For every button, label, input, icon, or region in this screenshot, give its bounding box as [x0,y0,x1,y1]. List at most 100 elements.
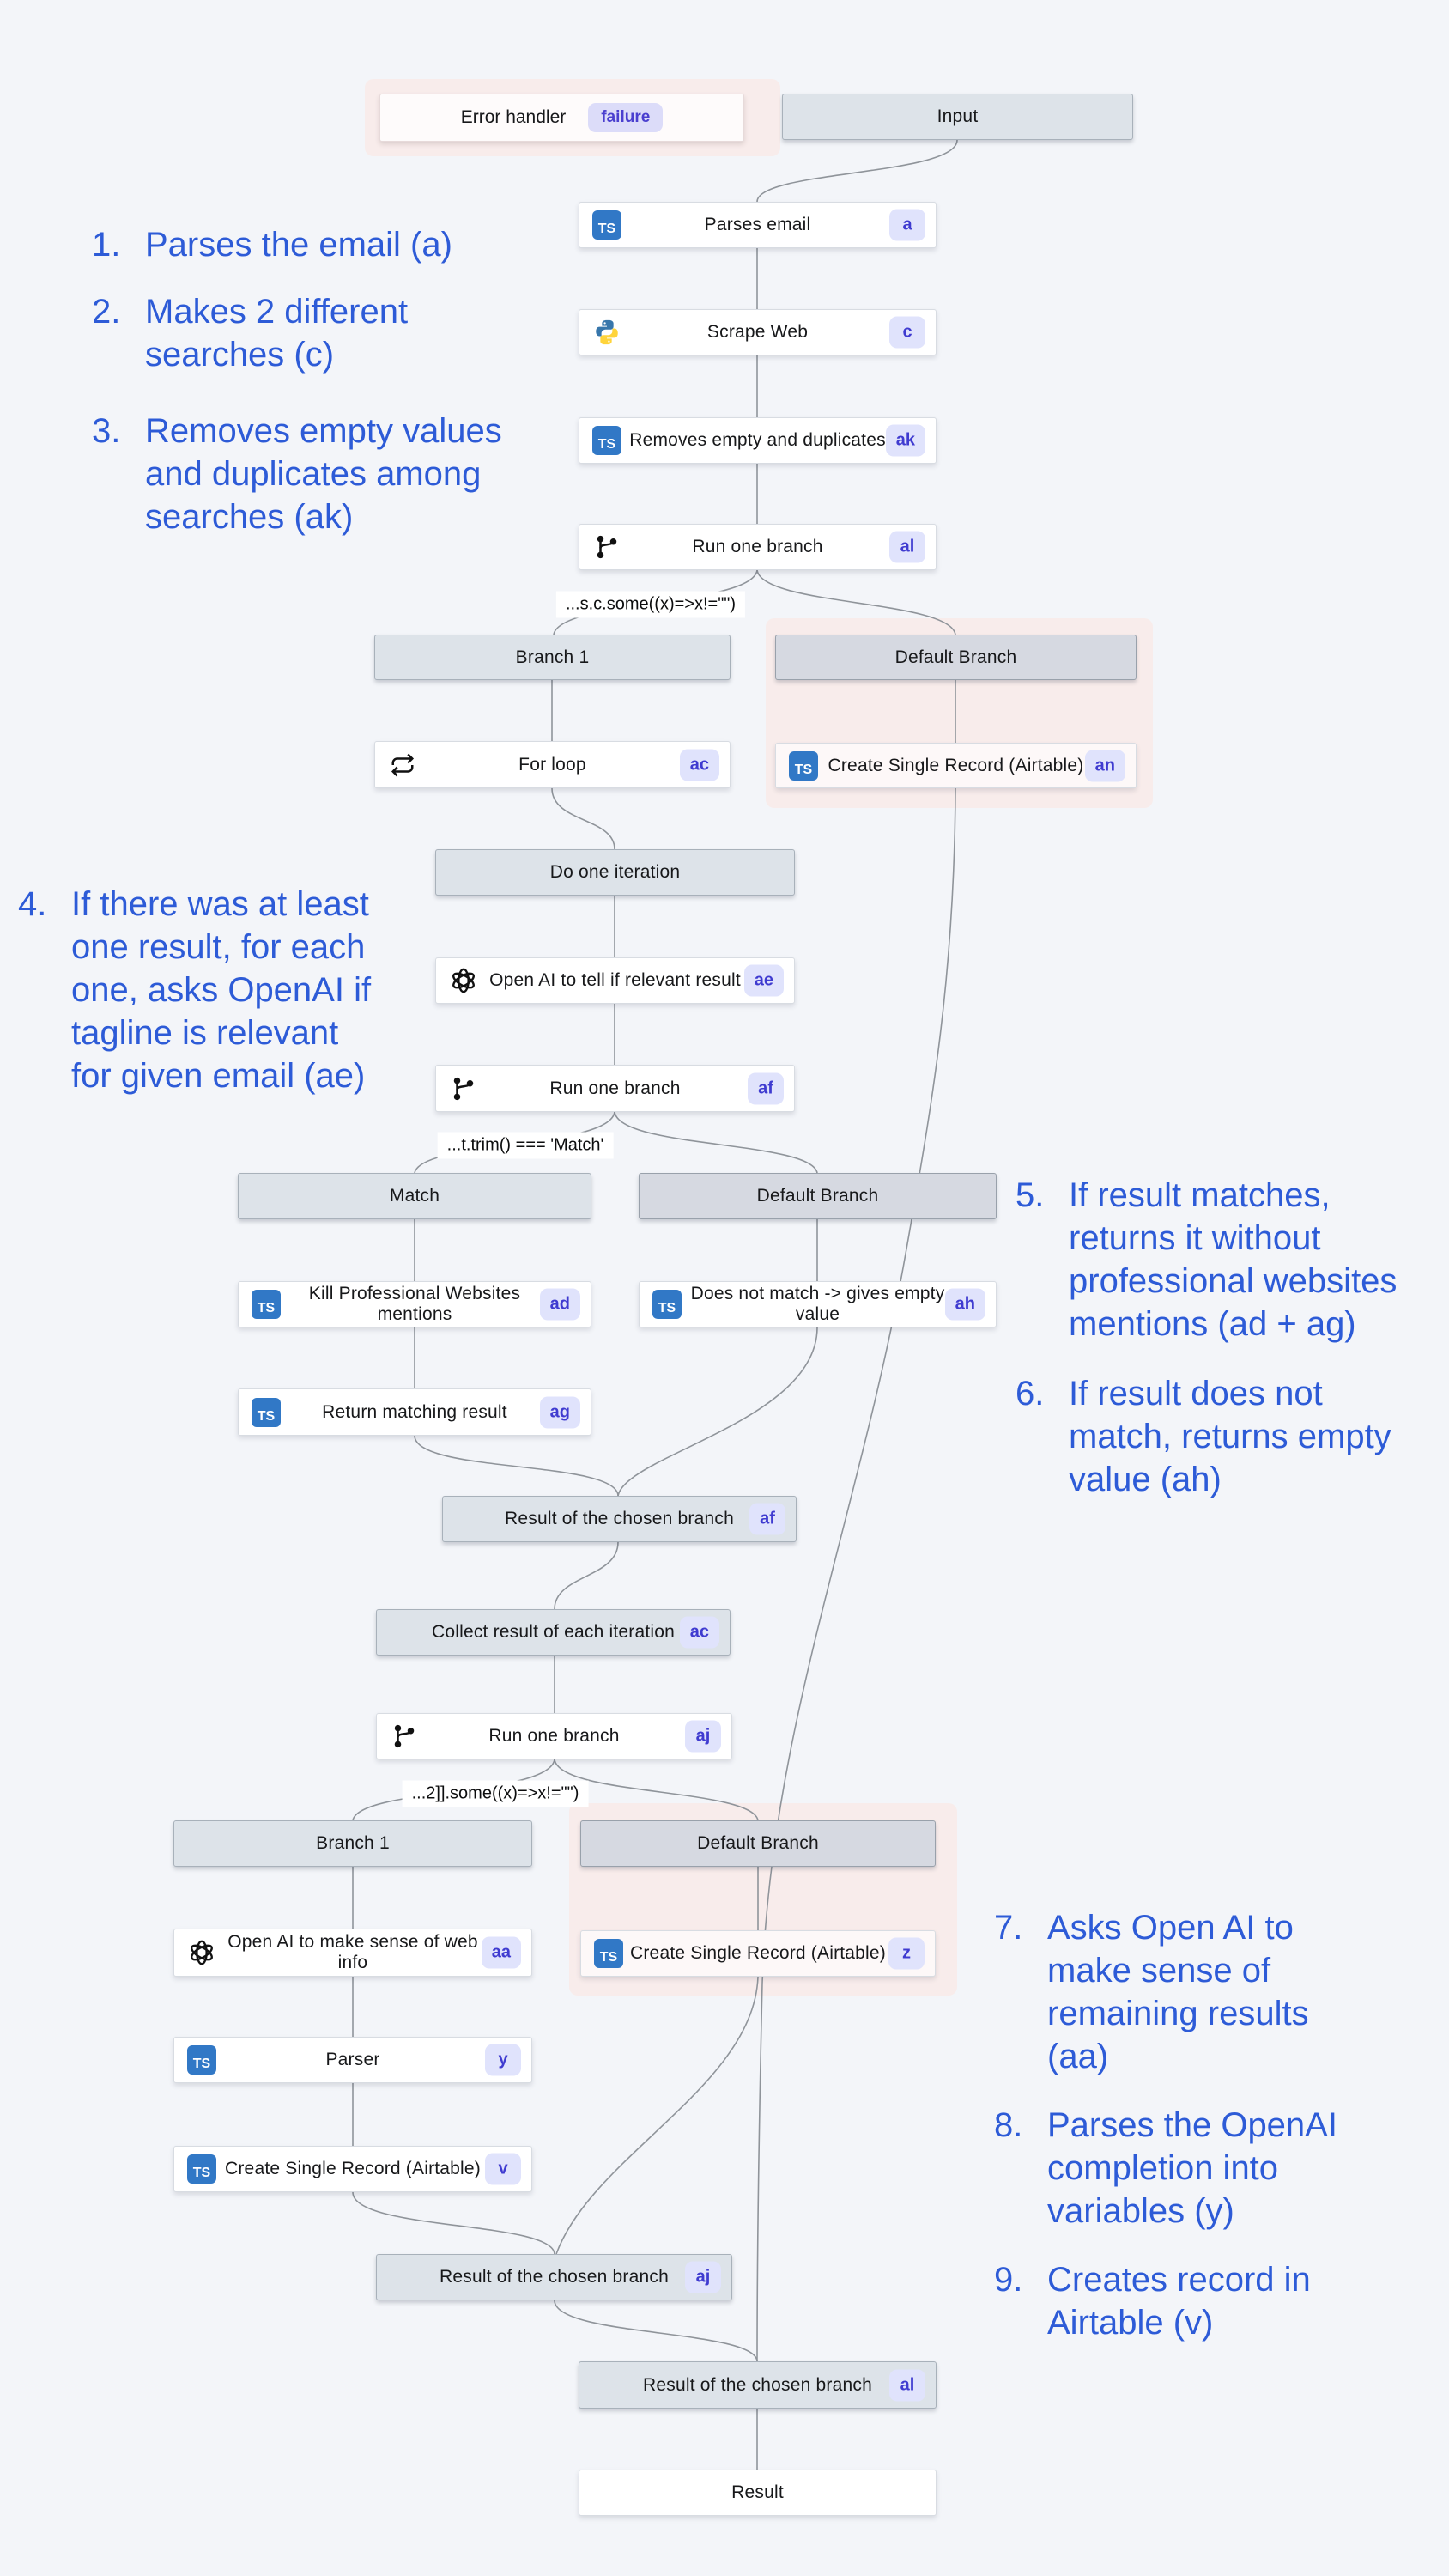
annotation-5: 5. If result matches, returns it without… [1016,1174,1397,1346]
loop-icon [387,750,418,781]
annotation-8: 8. Parses the OpenAI completion into var… [994,2104,1337,2233]
node-scrape-web[interactable]: Scrape Web c [579,309,937,355]
typescript-icon: TS [593,1938,624,1969]
typescript-icon: TS [788,750,819,781]
node-match[interactable]: Match [238,1173,591,1219]
annotation-number: 3. [92,412,121,450]
node-label: Default Branch [697,1833,819,1853]
node-for-loop[interactable]: For loop ac [374,741,731,788]
branch-icon [591,532,622,562]
annotation-text: If there was at least one result, for ea… [71,885,372,1095]
node-label: Result of the chosen branch [440,2267,669,2287]
typescript-icon: TS [652,1289,682,1320]
node-badge: aj [685,1720,721,1753]
node-label: Result of the chosen branch [505,1509,734,1528]
annotation-9: 9. Creates record in Airtable (v) [994,2258,1311,2344]
annotation-text: Removes empty values and duplicates amon… [145,412,502,536]
node-badge: aj [685,2261,721,2293]
annotation-6: 6. If result does not match, returns emp… [1016,1372,1391,1501]
node-label: Default Branch [894,647,1017,667]
node-badge: ag [539,1396,580,1428]
node-return-matching[interactable]: TS Return matching result ag [238,1388,591,1436]
failure-badge: failure [588,103,664,132]
node-badge: af [748,1072,784,1104]
annotation-3: 3. Removes empty values and duplicates a… [92,410,502,538]
node-result-chosen-aj[interactable]: Result of the chosen branch aj [376,2254,732,2300]
condition-label-1: ...s.c.some((x)=>x!="") [555,591,746,618]
node-label: Run one branch [549,1078,681,1098]
openai-icon [448,965,479,996]
node-openai-relevant[interactable]: Open AI to tell if relevant result ae [435,957,795,1004]
annotation-text: Creates record in Airtable (v) [1047,2261,1311,2342]
annotation-text: Parses the OpenAI completion into variab… [1047,2106,1337,2230]
node-branch-1-top[interactable]: Branch 1 [374,635,731,680]
node-create-record-v[interactable]: TS Create Single Record (Airtable) v [173,2146,532,2192]
annotation-number: 6. [1016,1375,1045,1413]
node-label: Create Single Record (Airtable) [225,2159,481,2178]
node-openai-web-info[interactable]: Open AI to make sense of web info aa [173,1929,532,1977]
branch-icon [448,1073,479,1104]
node-badge: ae [743,964,784,997]
annotation-number: 4. [18,885,47,923]
annotation-number: 9. [994,2261,1023,2299]
node-label: For loop [518,754,586,775]
node-create-record-an[interactable]: TS Create Single Record (Airtable) an [775,743,1137,788]
node-default-branch-top[interactable]: Default Branch [775,635,1137,680]
node-badge: z [888,1937,925,1970]
node-label: Run one branch [692,537,823,556]
node-badge: ac [679,1616,719,1649]
node-label: Scrape Web [706,322,809,342]
node-badge: al [889,2369,925,2401]
node-removes-empty[interactable]: TS Removes empty and duplicates ak [579,417,937,464]
condition-label-3: ...2]].some((x)=>x!="") [402,1780,589,1807]
annotation-number: 2. [92,293,121,331]
node-parses-email[interactable]: TS Parses email a [579,202,937,248]
node-label: Do one iteration [549,862,681,882]
node-result-chosen-af[interactable]: Result of the chosen branch af [442,1496,797,1542]
node-label: Result of the chosen branch [643,2374,872,2395]
node-parser[interactable]: TS Parser y [173,2037,532,2083]
node-branch-1-bottom[interactable]: Branch 1 [173,1820,532,1867]
node-result-chosen-al[interactable]: Result of the chosen branch al [579,2361,937,2409]
annotation-4: 4. If there was at least one result, for… [18,883,371,1097]
node-badge: an [1084,750,1125,781]
node-collect-result[interactable]: Collect result of each iteration ac [376,1609,731,1656]
node-badge: c [889,316,925,349]
typescript-icon: TS [251,1397,282,1428]
typescript-icon: TS [591,425,622,456]
node-do-one-iteration[interactable]: Do one iteration [435,849,795,896]
error-handler-label: Error handler [460,107,567,127]
node-create-record-z[interactable]: TS Create Single Record (Airtable) z [580,1930,936,1977]
annotation-text: Makes 2 different searches (c) [145,293,409,374]
node-badge: ah [944,1288,985,1321]
annotation-text: Parses the email (a) [145,226,452,264]
node-run-one-branch-af[interactable]: Run one branch af [435,1065,795,1112]
typescript-icon: TS [591,210,622,240]
node-badge: v [485,2153,521,2185]
openai-icon [186,1937,217,1968]
node-badge: al [889,531,925,563]
branch-icon [389,1721,420,1752]
node-result[interactable]: Result [579,2470,937,2516]
node-kill-mentions[interactable]: TS Kill Professional Websites mentions a… [238,1281,591,1327]
node-error-handler[interactable]: Error handler failure [379,94,744,142]
node-default-branch-bottom[interactable]: Default Branch [580,1820,936,1867]
annotation-text: Asks Open AI to make sense of remaining … [1047,1909,1309,2075]
node-badge: af [749,1503,785,1535]
node-label: Branch 1 [515,647,590,667]
node-label: Kill Professional Websites mentions [308,1284,521,1324]
node-badge: ad [539,1288,580,1321]
node-does-not-match[interactable]: TS Does not match -> gives empty value a… [639,1281,997,1327]
node-input[interactable]: Input [782,94,1133,140]
node-run-one-branch-aj[interactable]: Run one branch aj [376,1713,732,1759]
annotation-number: 5. [1016,1176,1045,1214]
node-label: Branch 1 [316,1833,390,1853]
typescript-icon: TS [251,1289,282,1320]
node-default-branch-mid[interactable]: Default Branch [639,1173,997,1219]
node-label: Removes empty and duplicates [629,430,886,450]
node-label: Open AI to make sense of web info [227,1932,478,1972]
node-run-one-branch-al[interactable]: Run one branch al [579,524,937,570]
condition-label-2: ...t.trim() === 'Match' [437,1132,614,1159]
node-label: Open AI to tell if relevant result [489,970,741,990]
